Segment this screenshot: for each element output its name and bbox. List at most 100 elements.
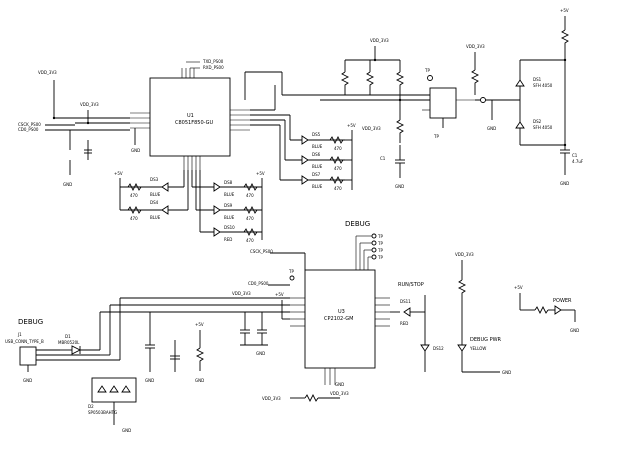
net-gnd-mcu: GND [131, 148, 140, 153]
net-vdd-u3: VDD_3V3 [330, 391, 349, 396]
net-gnd-c: GND [145, 378, 154, 383]
net-gnd-led: GND [502, 370, 511, 375]
net-gnd-r: GND [195, 378, 204, 383]
net-5v-leds-left: +5V [114, 171, 123, 176]
r-ds9: 470 [246, 216, 254, 221]
ds8-color: BLUE [224, 192, 235, 197]
net-cd0-u3: CD0_PS00 [248, 281, 269, 286]
ds11-ref: DS11 [400, 299, 411, 304]
ds12-color: YELLOW [469, 346, 486, 351]
r-ds10: 470 [246, 238, 254, 243]
status-leds: RUN/STOP DS11 RED DS12 VDD_3V3 DEBUG PWR… [390, 252, 511, 375]
ds8-ref: DS8 [224, 180, 233, 185]
left-input-nets: VDD_3V3 VDD_3V3 CSCK_PS00 CD0_PS00 GND G… [18, 70, 140, 187]
c-ir: C1 [380, 156, 386, 161]
r-ds8: 470 [246, 193, 254, 198]
ds2-part: SFH 4050 [533, 125, 553, 130]
label-run-stop: RUN/STOP [398, 282, 424, 288]
net-gnd-ir2: GND [487, 126, 496, 131]
net-txd: TXD_PS00 [202, 59, 224, 64]
ds3-ref: DS3 [150, 177, 159, 182]
net-vdd-ir: VDD_3V3 [466, 44, 485, 49]
u1-mcu: U1 C8051F850-GU [130, 68, 250, 170]
net-vdd-led: VDD_3V3 [455, 252, 474, 257]
d1-part: MBR0520L [58, 340, 80, 345]
r-ds4: 470 [130, 216, 138, 221]
j1-part: USB_CONN_TYPE_B [5, 339, 44, 344]
net-gnd-dec: GND [256, 351, 265, 356]
ds11-color: RED [400, 321, 408, 326]
net-gnd-j1: GND [23, 378, 32, 383]
u3-usb-bridge: U3 CP2102-GM TP TP TP TP GND VDD_3V3 CSC… [248, 233, 390, 396]
net-csck-u3: CSCK_PS00 [250, 249, 273, 254]
u1-ref: U1 [187, 113, 194, 119]
net-cd0: CD0_PS00 [18, 127, 39, 132]
u1-part: C8051F850-GU [175, 120, 213, 126]
u3-decoupling: VDD_3V3 GND +5V VDD_3V3 [232, 291, 340, 403]
ds12-ref: DS12 [433, 346, 444, 351]
ds5-color: BLUE [312, 144, 323, 149]
tp-u3-2: TP [377, 241, 383, 246]
d2-part: SP0503BAHTG [88, 410, 117, 415]
ds1-part: SFH 4050 [533, 83, 553, 88]
ds4-color: BLUE [150, 215, 161, 220]
led-bank-left: DS3 BLUE DS4 BLUE 470 470 +5V [114, 170, 189, 221]
tp-u3-3: TP [377, 248, 383, 253]
ir-sensor: VDD_3V3 GND C1 VDD_3V3 TP TP VDD_3V3 GND [244, 8, 584, 189]
ds2-ref: DS2 [533, 119, 542, 124]
ds6-ref: DS6 [312, 152, 321, 157]
net-vdd-rst: VDD_3V3 [262, 396, 281, 401]
ds9-color: BLUE [224, 215, 235, 220]
net-vdd-dec: VDD_3V3 [232, 291, 251, 296]
net-gnd-left: GND [63, 182, 72, 187]
power-led: +5V POWER GND [514, 285, 579, 333]
net-5v-leds-mid: +5V [256, 171, 265, 176]
ds9-ref: DS9 [224, 203, 233, 208]
net-vdd-mid: VDD_3V3 [362, 126, 381, 131]
led-bank-middle: DS8 BLUE DS9 BLUE DS10 RED 470 470 470 +… [191, 170, 265, 243]
usb-input: J1 USB_CONN_TYPE_B GND D1 MBR0520L D2 SP… [5, 297, 290, 433]
label-debug-top: DEBUG [345, 220, 370, 228]
u3-part: CP2102-GM [324, 316, 353, 322]
net-vdd-left2: VDD_3V3 [80, 102, 99, 107]
d1-ref: D1 [65, 334, 71, 339]
net-gnd-pwr: GND [570, 328, 579, 333]
net-vdd-left: VDD_3V3 [38, 70, 57, 75]
net-gnd-ir: GND [395, 184, 404, 189]
ds5-ref: DS5 [312, 132, 321, 137]
ds1-ref: DS1 [533, 77, 542, 82]
label-debug-pwr: DEBUG PWR [470, 337, 502, 343]
net-5v-top: +5V [560, 8, 569, 13]
label-debug-left: DEBUG [18, 318, 43, 326]
net-gnd-d2: GND [122, 428, 131, 433]
ds6-color: BLUE [312, 164, 323, 169]
net-5v-pwr: +5V [514, 285, 523, 290]
tp-u3-1: TP [377, 234, 383, 239]
d2-ref: D2 [88, 404, 94, 409]
tp-cd: TP [288, 269, 294, 274]
tp-label: TP [433, 134, 439, 139]
net-rxd: RXD_PS00 [203, 65, 224, 70]
net-5v-dec: +5V [275, 292, 284, 297]
ds7-ref: DS7 [312, 172, 321, 177]
ds3-color: BLUE [150, 192, 161, 197]
j1-ref: J1 [17, 332, 22, 337]
c1-value: 4.7uF [572, 159, 584, 164]
ds4-ref: DS4 [150, 200, 159, 205]
label-power: POWER [553, 298, 572, 304]
ds10-ref: DS10 [224, 225, 235, 230]
net-gnd-u3: GND [335, 382, 344, 387]
r-ds5: 470 [334, 146, 342, 151]
tp-u3-4: TP [377, 255, 383, 260]
net-5v-usb: +5V [195, 322, 204, 327]
r-ds6: 470 [334, 166, 342, 171]
net-5v-leds: +5V [347, 123, 356, 128]
tp-top: TP [424, 68, 430, 73]
c1-ref: C1 [572, 153, 578, 158]
led-bank-right: DS5 BLUE DS6 BLUE DS7 BLUE 470 470 470 +… [250, 114, 356, 191]
r-ds3: 470 [130, 193, 138, 198]
u3-ref: U3 [338, 309, 345, 315]
net-csck: CSCK_PS00 [18, 122, 41, 127]
net-vdd-top: VDD_3V3 [370, 38, 389, 43]
